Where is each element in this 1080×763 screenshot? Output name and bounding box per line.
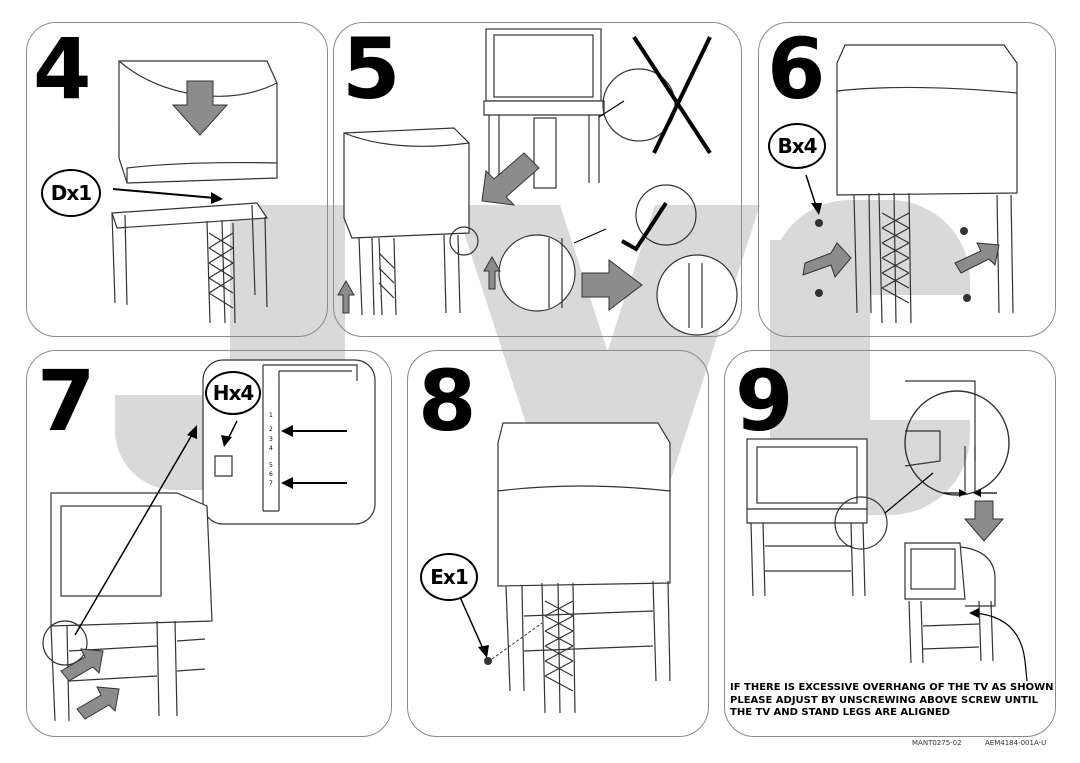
step-number: 9: [735, 352, 793, 450]
step-5-panel: 5: [333, 22, 742, 337]
step-number: 4: [33, 22, 91, 118]
right-arrow-icon-2: [76, 686, 120, 720]
step-8-panel: 8 Ex1: [407, 350, 709, 737]
right-arrow-icon-2: [954, 242, 1000, 274]
slot-number: 2: [269, 426, 273, 433]
step-4-drawing: [111, 60, 278, 324]
right-arrow-icon: [802, 242, 852, 279]
down-arrow-icon: [171, 80, 229, 136]
step-6-drawing: [802, 44, 1018, 324]
step-6-panel: 6 Bx4: [758, 22, 1056, 337]
slot-number: 7: [269, 480, 273, 487]
up-arrow-icon: [337, 279, 355, 314]
right-arrow-icon: [60, 648, 104, 682]
step-5-drawing: [337, 28, 738, 336]
step-number: 7: [37, 352, 95, 450]
diagonal-arrow-icon: [481, 152, 540, 206]
step-9-drawing: [746, 380, 1028, 682]
slot-number: 6: [269, 471, 273, 478]
step-4-panel: 4 Dx1: [26, 22, 328, 337]
part-badge: Dx1: [41, 169, 101, 217]
step-number: 5: [342, 22, 400, 118]
part-badge: Hx4: [205, 371, 261, 415]
down-arrow-icon: [963, 500, 1005, 542]
step-number: 6: [767, 22, 825, 118]
step-7-panel: 1 2 3 4 5 6 7 7 Hx4: [26, 350, 392, 737]
part-badge: Ex1: [420, 553, 478, 601]
slot-number: 3: [269, 436, 273, 443]
step-number: 8: [418, 352, 476, 450]
right-arrow-icon: [581, 258, 643, 312]
slot-number: 1: [269, 412, 273, 419]
overhang-note: IF THERE IS EXCESSIVE OVERHANG OF THE TV…: [730, 682, 1054, 718]
up-arrow-icon-2: [483, 255, 501, 290]
slot-number: 4: [269, 445, 273, 452]
footer-code-left: MANT0275-02: [912, 739, 962, 747]
part-badge: Bx4: [768, 123, 826, 169]
footer-code-right: AEM4184-001A-U: [985, 739, 1047, 747]
slot-number: 5: [269, 462, 273, 469]
step-8-drawing: [459, 422, 671, 714]
step-9-panel: 9: [724, 350, 1056, 737]
